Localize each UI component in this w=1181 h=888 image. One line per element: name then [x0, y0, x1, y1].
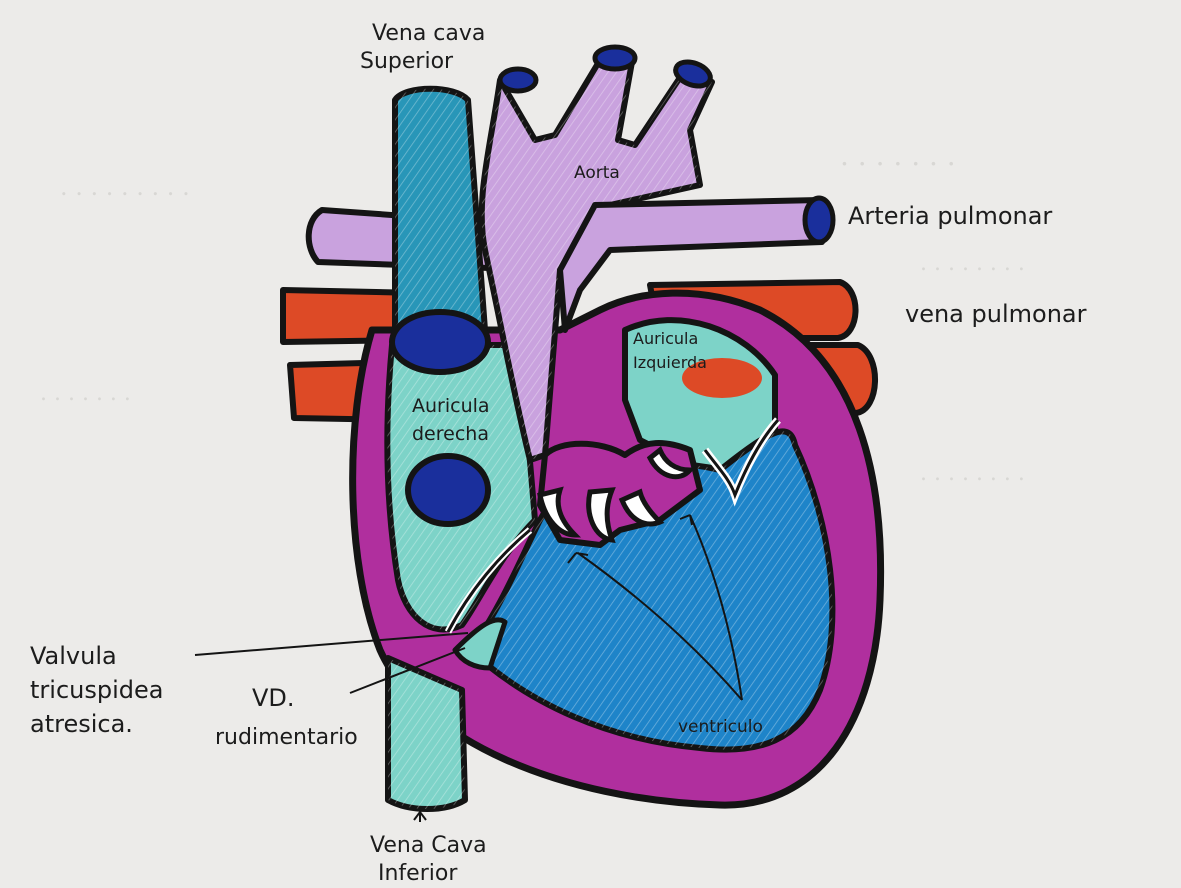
- ivc-opening: [408, 456, 488, 524]
- label-auricula-izquierda-2: Izquierda: [633, 353, 707, 372]
- label-vena-pulmonar: vena pulmonar: [905, 300, 1087, 328]
- svg-text:. . . . . . . .: . . . . . . . .: [920, 461, 1025, 486]
- label-vena-cava-inferior-1: Vena Cava: [370, 833, 487, 858]
- svg-text:. . . . . . .: . . . . . . .: [40, 381, 131, 406]
- label-auricula-derecha-2: derecha: [412, 423, 489, 445]
- label-vena-cava-superior-2: Superior: [360, 49, 454, 74]
- label-auricula-derecha-1: Auricula: [412, 395, 490, 417]
- label-vd-2: rudimentario: [215, 725, 358, 750]
- label-ventriculo: ventriculo: [678, 717, 763, 737]
- label-aorta: Aorta: [574, 163, 620, 183]
- label-valvula-2: tricuspidea: [30, 676, 163, 704]
- label-valvula-3: atresica.: [30, 710, 133, 738]
- label-vena-cava-superior-1: Vena cava: [372, 21, 485, 46]
- label-auricula-izquierda-1: Auricula: [633, 329, 698, 348]
- svc-opening: [392, 312, 488, 372]
- label-arteria-pulmonar: Arteria pulmonar: [848, 202, 1052, 230]
- label-vena-cava-inferior-2: Inferior: [378, 861, 458, 886]
- label-valvula-1: Valvula: [30, 642, 117, 670]
- pulmonary-artery-opening: [805, 198, 833, 242]
- svg-text:. . . . . . .: . . . . . . .: [840, 139, 956, 172]
- svg-text:. . . . . . . . .: . . . . . . . . .: [60, 173, 190, 201]
- label-vd-1: VD.: [252, 684, 295, 712]
- svg-text:. . . . . . . .: . . . . . . . .: [920, 251, 1025, 276]
